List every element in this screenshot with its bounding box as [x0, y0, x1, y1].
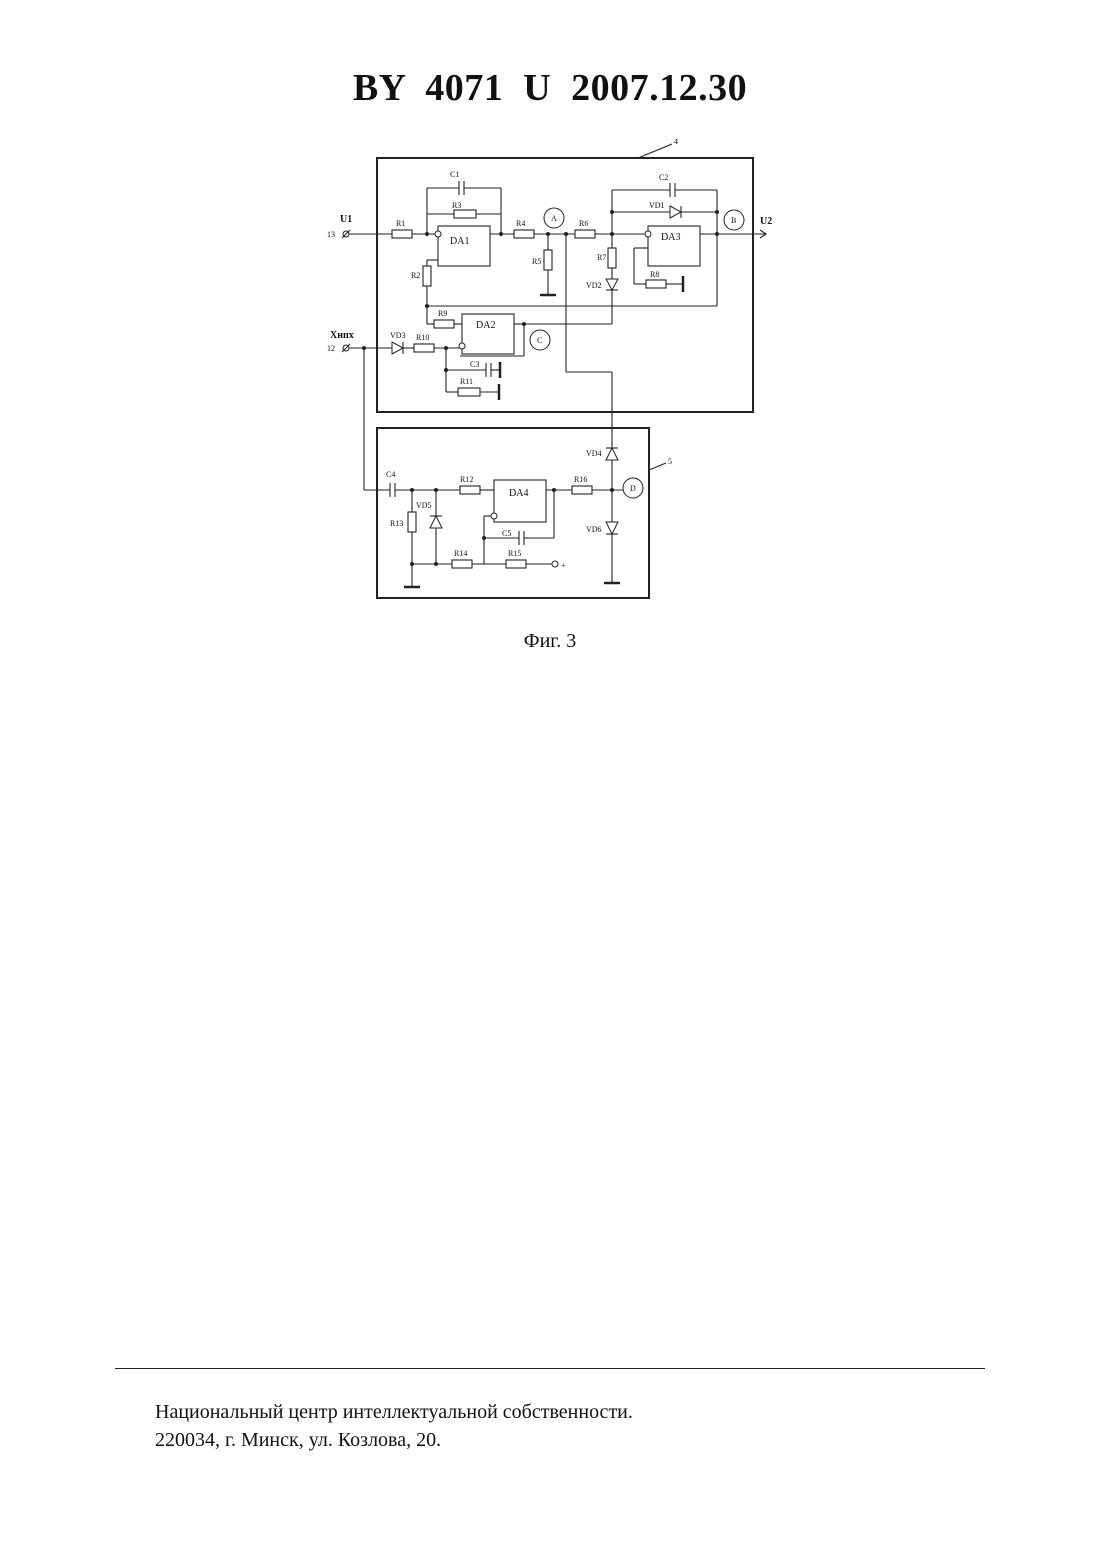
diode-vd3-label: VD3: [390, 331, 406, 340]
capacitor-c1-label: C1: [450, 170, 459, 179]
document-header: BY 4071 U 2007.12.30: [0, 66, 1100, 110]
resistor-r10: [414, 344, 434, 352]
opamp-da3-label: DA3: [661, 232, 680, 243]
footer-divider: [115, 1368, 985, 1369]
opamp-da2-label: DA2: [476, 320, 495, 331]
diode-vd5: [430, 516, 442, 528]
resistor-r1: [392, 230, 412, 238]
resistor-r2: [423, 266, 431, 286]
resistor-r15-label: R15: [508, 549, 521, 558]
diode-vd6-label: VD6: [586, 525, 602, 534]
diode-vd3: [392, 342, 403, 354]
resistor-r2-label: R2: [411, 271, 420, 280]
resistor-r5-label: R5: [532, 257, 541, 266]
capacitor-c3-label: C3: [470, 360, 479, 369]
resistor-r8-label: R8: [650, 270, 659, 279]
resistor-r3-label: R3: [452, 201, 461, 210]
diode-vd4: [606, 448, 618, 460]
resistor-r14-label: R14: [454, 549, 467, 558]
terminal-13-number: 13: [327, 230, 335, 239]
resistor-r5: [544, 250, 552, 270]
input-u1-label: U1: [340, 214, 352, 225]
block-5-number: 5: [668, 457, 672, 466]
footer-address: 220034, г. Минск, ул. Козлова, 20.: [155, 1426, 633, 1454]
resistor-r9-label: R9: [438, 309, 447, 318]
opamp-da4-label: DA4: [509, 488, 528, 499]
opamp-da1-label: DA1: [450, 236, 469, 247]
resistor-r16-label: R16: [574, 475, 587, 484]
resistor-r1-label: R1: [396, 219, 405, 228]
terminal-12-number: 12: [327, 344, 335, 353]
output-u2-label: U2: [760, 216, 772, 227]
node-a-label: A: [551, 214, 557, 223]
diode-vd1-label: VD1: [649, 201, 665, 210]
node-c-label: C: [537, 336, 542, 345]
resistor-r6: [575, 230, 595, 238]
node-b-label: B: [731, 216, 736, 225]
block-4-frame: [377, 158, 753, 412]
resistor-r15: [506, 560, 526, 568]
footer: Национальный центр интеллектуальной собс…: [155, 1398, 633, 1454]
resistor-r4-label: R4: [516, 219, 525, 228]
resistor-r10-label: R10: [416, 333, 429, 342]
resistor-r7: [608, 248, 616, 268]
resistor-r11-label: R11: [460, 377, 473, 386]
capacitor-c4-label: C4: [386, 470, 395, 479]
diode-vd2-label: VD2: [586, 281, 602, 290]
resistor-r7-label: R7: [597, 253, 606, 262]
circuit-schematic: 4 5 U1 13 R1 DA1 C1 R3 R4 A R5 R2 R9 R: [320, 130, 780, 610]
resistor-r16: [572, 486, 592, 494]
resistor-r3: [454, 210, 476, 218]
footer-organization: Национальный центр интеллектуальной собс…: [155, 1398, 633, 1426]
node-d-label: D: [630, 484, 636, 493]
resistor-r4: [514, 230, 534, 238]
diode-vd5-label: VD5: [416, 501, 432, 510]
resistor-r12: [460, 486, 480, 494]
resistor-r6-label: R6: [579, 219, 588, 228]
figure-caption: Фиг. 3: [0, 630, 1100, 653]
power-terminal: [552, 561, 558, 567]
diode-vd6: [606, 522, 618, 534]
resistor-r13-label: R13: [390, 519, 403, 528]
resistor-r12-label: R12: [460, 475, 473, 484]
opamp-da4: [494, 480, 546, 522]
circuit-diagram-figure: 4 5 U1 13 R1 DA1 C1 R3 R4 A R5 R2 R9 R: [320, 130, 780, 610]
capacitor-c2-label: C2: [659, 173, 668, 182]
resistor-r8: [646, 280, 666, 288]
xnpx-label: Xнпх: [330, 330, 354, 341]
diode-vd4-label: VD4: [586, 449, 602, 458]
resistor-r9: [434, 320, 454, 328]
block-4-number: 4: [674, 137, 678, 146]
capacitor-c5-label: C5: [502, 529, 511, 538]
resistor-r14: [452, 560, 472, 568]
resistor-r11: [458, 388, 480, 396]
power-plus-label: +: [561, 561, 566, 570]
diode-vd2: [606, 279, 618, 290]
diode-vd1: [670, 206, 681, 218]
resistor-r13: [408, 512, 416, 532]
